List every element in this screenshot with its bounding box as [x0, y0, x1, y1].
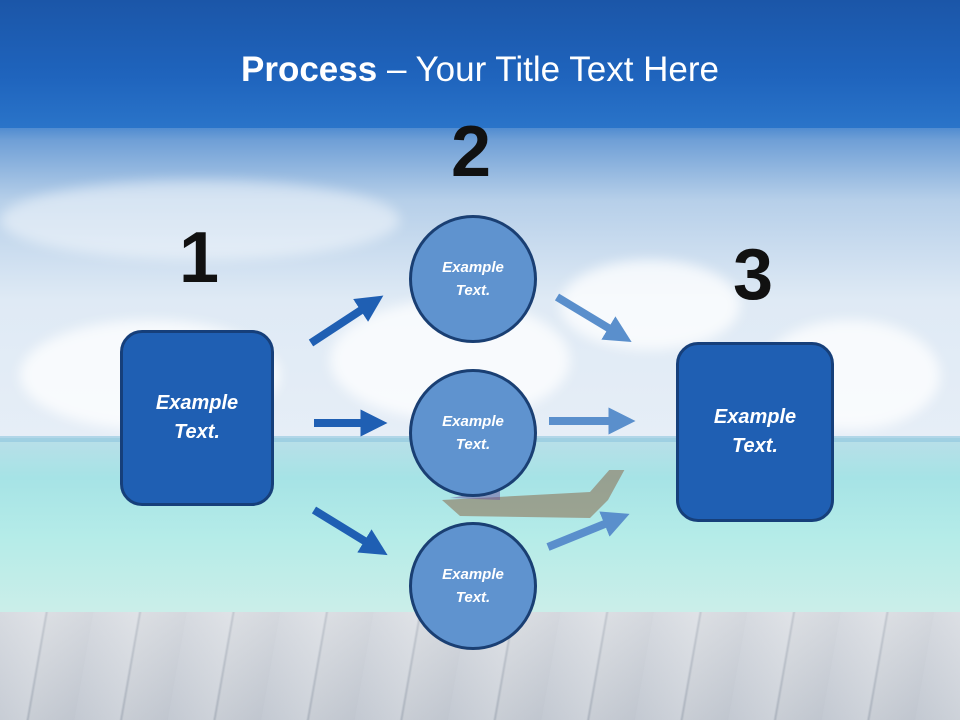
circle-top: Example Text. [409, 215, 537, 343]
circle-bottom: Example Text. [409, 522, 537, 650]
step-number-3: 3 [733, 235, 774, 315]
circle-middle: Example Text. [409, 369, 537, 497]
cloud [560, 260, 740, 350]
right-box-text: Example Text. [713, 406, 797, 457]
circle-middle-text: Example Text. [442, 413, 504, 453]
title-rest: – Your Title Text Here [377, 50, 719, 89]
step-number-1: 1 [179, 218, 220, 298]
title-strong: Process [241, 50, 378, 89]
title-bar [0, 0, 960, 128]
left-box: Example Text. [120, 330, 274, 506]
cloud [0, 180, 400, 260]
left-box-text: Example Text. [155, 392, 239, 443]
slide-title: Process – Your Title Text Here [0, 50, 960, 90]
circle-bottom-text: Example Text. [442, 566, 504, 606]
step-number-2: 2 [451, 112, 492, 192]
circle-top-text: Example Text. [442, 259, 504, 299]
right-box: Example Text. [676, 342, 834, 522]
